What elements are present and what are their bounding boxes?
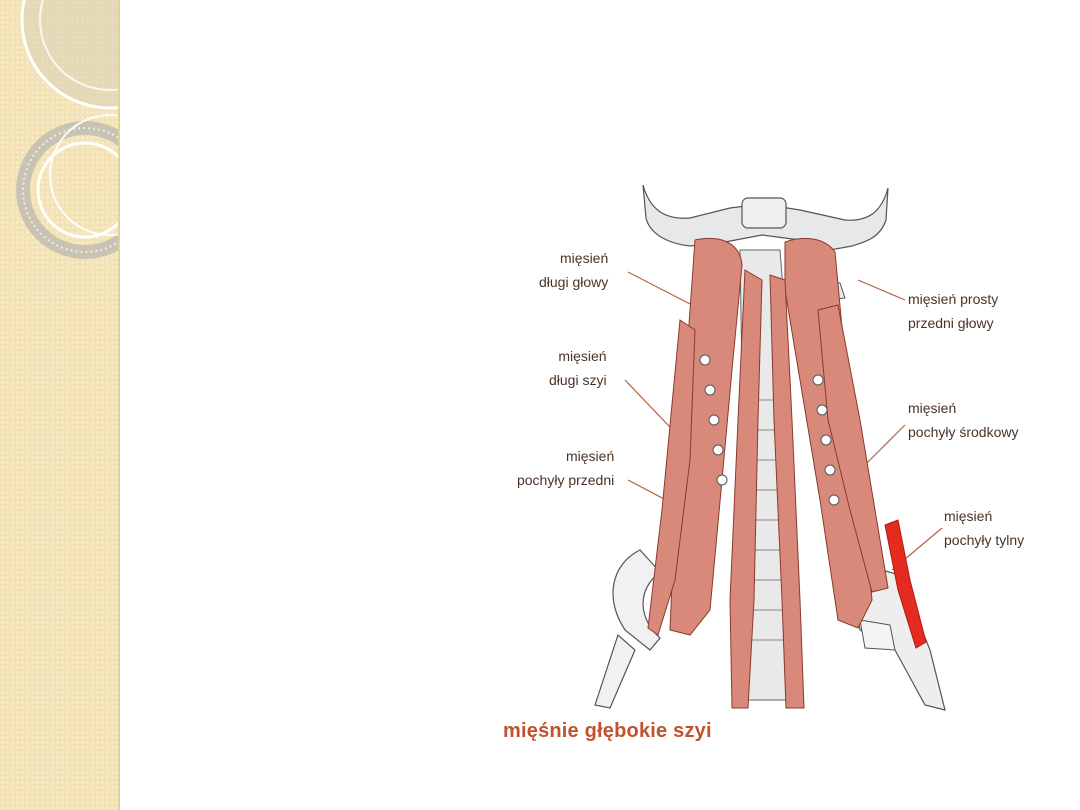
label-longus-colli: mięsień długi szyi bbox=[549, 344, 607, 392]
label-longus-capitis: mięsień długi głowy bbox=[539, 246, 608, 294]
decorative-sidebar bbox=[0, 0, 120, 810]
nerve-details bbox=[699, 354, 840, 506]
label-scalenus-posterior-line2: pochyły tylny bbox=[944, 532, 1025, 548]
muscle-group bbox=[647, 237, 889, 709]
figure-caption: mięśnie głębokie szyi bbox=[503, 720, 712, 742]
label-scalenus-posterior: mięsień pochyły tylny bbox=[944, 504, 1024, 552]
label-scalenus-medius-line1: mięsień bbox=[908, 400, 957, 416]
neck-muscles-illustration bbox=[500, 180, 1050, 750]
label-scalenus-posterior-line1: mięsień bbox=[944, 508, 993, 524]
label-rectus-capitis-anterior: mięsień prosty przedni głowy bbox=[908, 287, 998, 335]
label-scalenus-anterior-line2: pochyły przedni bbox=[516, 472, 615, 488]
label-scalenus-medius: mięsień pochyły środkowy bbox=[908, 396, 1019, 444]
label-longus-colli-line1: mięsień bbox=[558, 348, 607, 364]
label-longus-capitis-line2: długi głowy bbox=[539, 274, 609, 290]
label-rectus-capitis-anterior-line1: mięsień prosty bbox=[908, 291, 999, 307]
label-longus-capitis-line1: mięsień bbox=[560, 250, 609, 266]
label-scalenus-anterior: mięsień pochyły przedni bbox=[506, 444, 614, 492]
label-rectus-capitis-anterior-line2: przedni głowy bbox=[908, 315, 994, 331]
anatomy-drawing bbox=[594, 184, 946, 711]
label-scalenus-medius-line2: pochyły środkowy bbox=[908, 424, 1019, 440]
label-scalenus-anterior-line1: mięsień bbox=[566, 448, 615, 464]
decorative-rings bbox=[16, 0, 118, 259]
label-longus-colli-line2: długi szyi bbox=[549, 372, 607, 388]
scalenus-posterior-highlight bbox=[884, 519, 927, 649]
